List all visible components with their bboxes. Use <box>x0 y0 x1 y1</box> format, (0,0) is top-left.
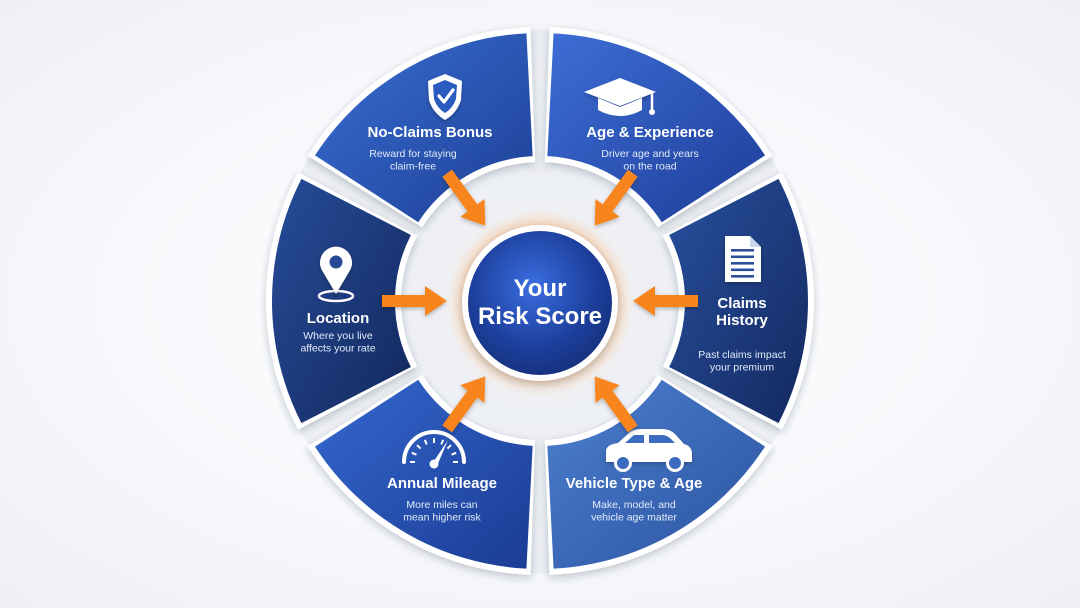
hub-title-line-2: Risk Score <box>478 303 602 330</box>
segment-title: Age & Experience <box>586 124 714 141</box>
segment-description: claim-free <box>390 161 436 173</box>
segment-description: Driver age and years <box>601 148 698 160</box>
risk-score-hub: Your Risk Score <box>440 203 640 403</box>
speedometer-icon <box>402 430 466 469</box>
arrow-annual-mileage <box>442 376 486 433</box>
segment-description: mean higher risk <box>403 512 481 524</box>
arrow-location <box>382 286 447 316</box>
hub-title-line-1: Your <box>514 275 567 302</box>
graduation-cap-icon <box>584 78 656 116</box>
arrow-shape <box>442 169 486 226</box>
arrow-shape <box>594 169 638 226</box>
document-icon <box>725 236 761 282</box>
arrow-age-experience <box>594 169 638 226</box>
segment-title: No-Claims Bonus <box>367 124 492 141</box>
segment-title: Annual Mileage <box>387 475 497 492</box>
map-pin-icon <box>317 246 355 303</box>
segment-title: Vehicle Type & Age <box>566 475 703 492</box>
segment-wedge <box>669 178 808 424</box>
segment-title: Claims <box>717 295 766 312</box>
arrow-shape <box>594 376 638 433</box>
arrow-shape <box>442 376 486 433</box>
segment-description: Reward for staying <box>369 148 457 160</box>
segment-description: Make, model, and <box>592 499 676 511</box>
segment-description: Past claims impact <box>698 349 786 361</box>
arrow-vehicle-type-age <box>594 376 638 433</box>
segment-wedge <box>547 379 766 569</box>
arrow-claims-history <box>633 286 698 316</box>
segment-description: vehicle age matter <box>591 512 677 524</box>
segment-description: affects your rate <box>300 343 375 355</box>
segment-description: your premium <box>710 362 774 374</box>
segment-title: History <box>716 312 768 329</box>
segment-title: Location <box>307 310 370 327</box>
segment-description: More miles can <box>406 499 477 511</box>
hub-circle <box>468 231 612 375</box>
arrow-group <box>382 169 698 433</box>
arrow-no-claims-bonus <box>442 169 486 226</box>
segment-description: on the road <box>623 161 676 173</box>
shield-check-icon <box>428 74 462 120</box>
arrow-shape <box>382 286 447 316</box>
segment-description: Where you live <box>303 330 373 342</box>
segment-wedge <box>547 33 766 223</box>
segment-wedge <box>314 379 533 569</box>
car-icon <box>606 429 692 472</box>
arrow-shape <box>633 286 698 316</box>
segment-wedge <box>314 33 533 223</box>
